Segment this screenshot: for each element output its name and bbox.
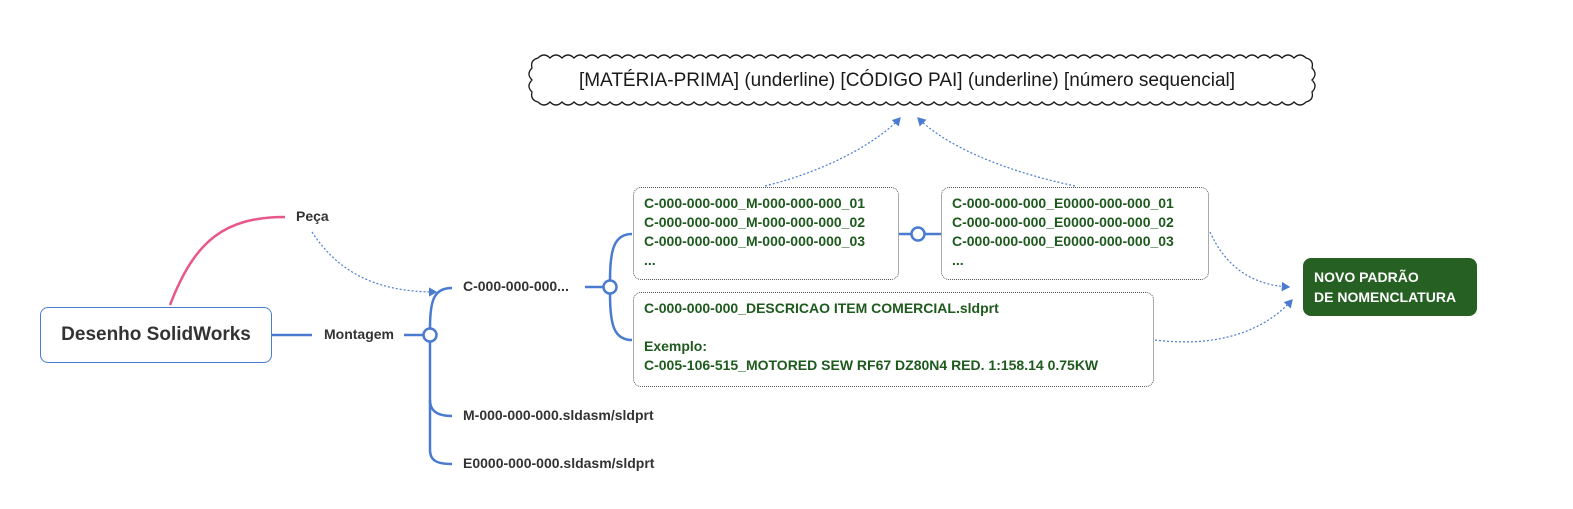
c000-collapse-dot [602, 279, 618, 295]
topic-peca[interactable]: Peça [296, 208, 329, 224]
topic-m000[interactable]: M-000-000-000.sldasm/sldprt [463, 407, 654, 423]
connector-montagem-c000 [428, 286, 453, 329]
topic-e000[interactable]: E0000-000-000.sldasm/sldprt [463, 455, 655, 471]
root-label: Desenho SolidWorks [61, 324, 251, 345]
relation-boxm-formula [764, 117, 901, 187]
relation-boxdesc-newstd [1154, 299, 1293, 343]
topic-box-e-codes[interactable]: C-000-000-000_E0000-000-000_01 C-000-000… [941, 187, 1209, 280]
relation-boxe-formula [917, 117, 1076, 187]
boxm-collapse-dot [910, 226, 926, 242]
connector-c000-boxdesc [608, 293, 633, 342]
relation-boxe-newstd [1209, 231, 1291, 292]
box-m-line: C-000-000-000_M-000-000-000_02 [644, 214, 866, 230]
connector-c000-boxm [608, 232, 633, 281]
formula-text: [MATÉRIA-PRIMA] (underline) [CÓDIGO PAI]… [578, 69, 1236, 91]
new-standard-line2: DE NOMENCLATURA [1314, 289, 1457, 305]
topic-new-standard[interactable]: NOVO PADRÃO DE NOMENCLATURA [1303, 258, 1477, 316]
box-e-line: C-000-000-000_E0000-000-000_03 [952, 233, 1174, 249]
connector-montagem-e000 [428, 400, 453, 466]
topic-montagem[interactable]: Montagem [324, 326, 394, 342]
connector-montagem-m000 [428, 342, 453, 418]
box-m-line: C-000-000-000_M-000-000-000_03 [644, 233, 866, 249]
box-e-line: ... [952, 252, 964, 268]
topic-box-description[interactable]: C-000-000-000_DESCRICAO ITEM COMERCIAL.s… [633, 292, 1154, 387]
montagem-collapse-dot [422, 327, 438, 343]
box-e-line: C-000-000-000_E0000-000-000_01 [952, 195, 1174, 211]
box-m-line: ... [644, 252, 656, 268]
desc-example-value: C-005-106-515_MOTORED SEW RF67 DZ80N4 RE… [644, 357, 1099, 373]
desc-blank [644, 318, 1143, 337]
desc-example-label: Exemplo: [644, 338, 708, 354]
relation-peca-c000 [311, 231, 438, 297]
box-m-line: C-000-000-000_M-000-000-000_01 [644, 195, 866, 211]
formula-topic[interactable]: [MATÉRIA-PRIMA] (underline) [CÓDIGO PAI]… [525, 55, 1289, 106]
desc-pattern: C-000-000-000_DESCRICAO ITEM COMERCIAL.s… [644, 300, 999, 316]
root-topic[interactable]: Desenho SolidWorks [40, 307, 272, 363]
connector-root-peca [168, 215, 286, 306]
formula-cloud-border [528, 54, 1316, 106]
box-e-line: C-000-000-000_E0000-000-000_02 [952, 214, 1174, 230]
topic-c000[interactable]: C-000-000-000... [463, 278, 569, 294]
new-standard-line1: NOVO PADRÃO [1314, 269, 1419, 285]
topic-box-m-codes[interactable]: C-000-000-000_M-000-000-000_01 C-000-000… [633, 187, 899, 280]
